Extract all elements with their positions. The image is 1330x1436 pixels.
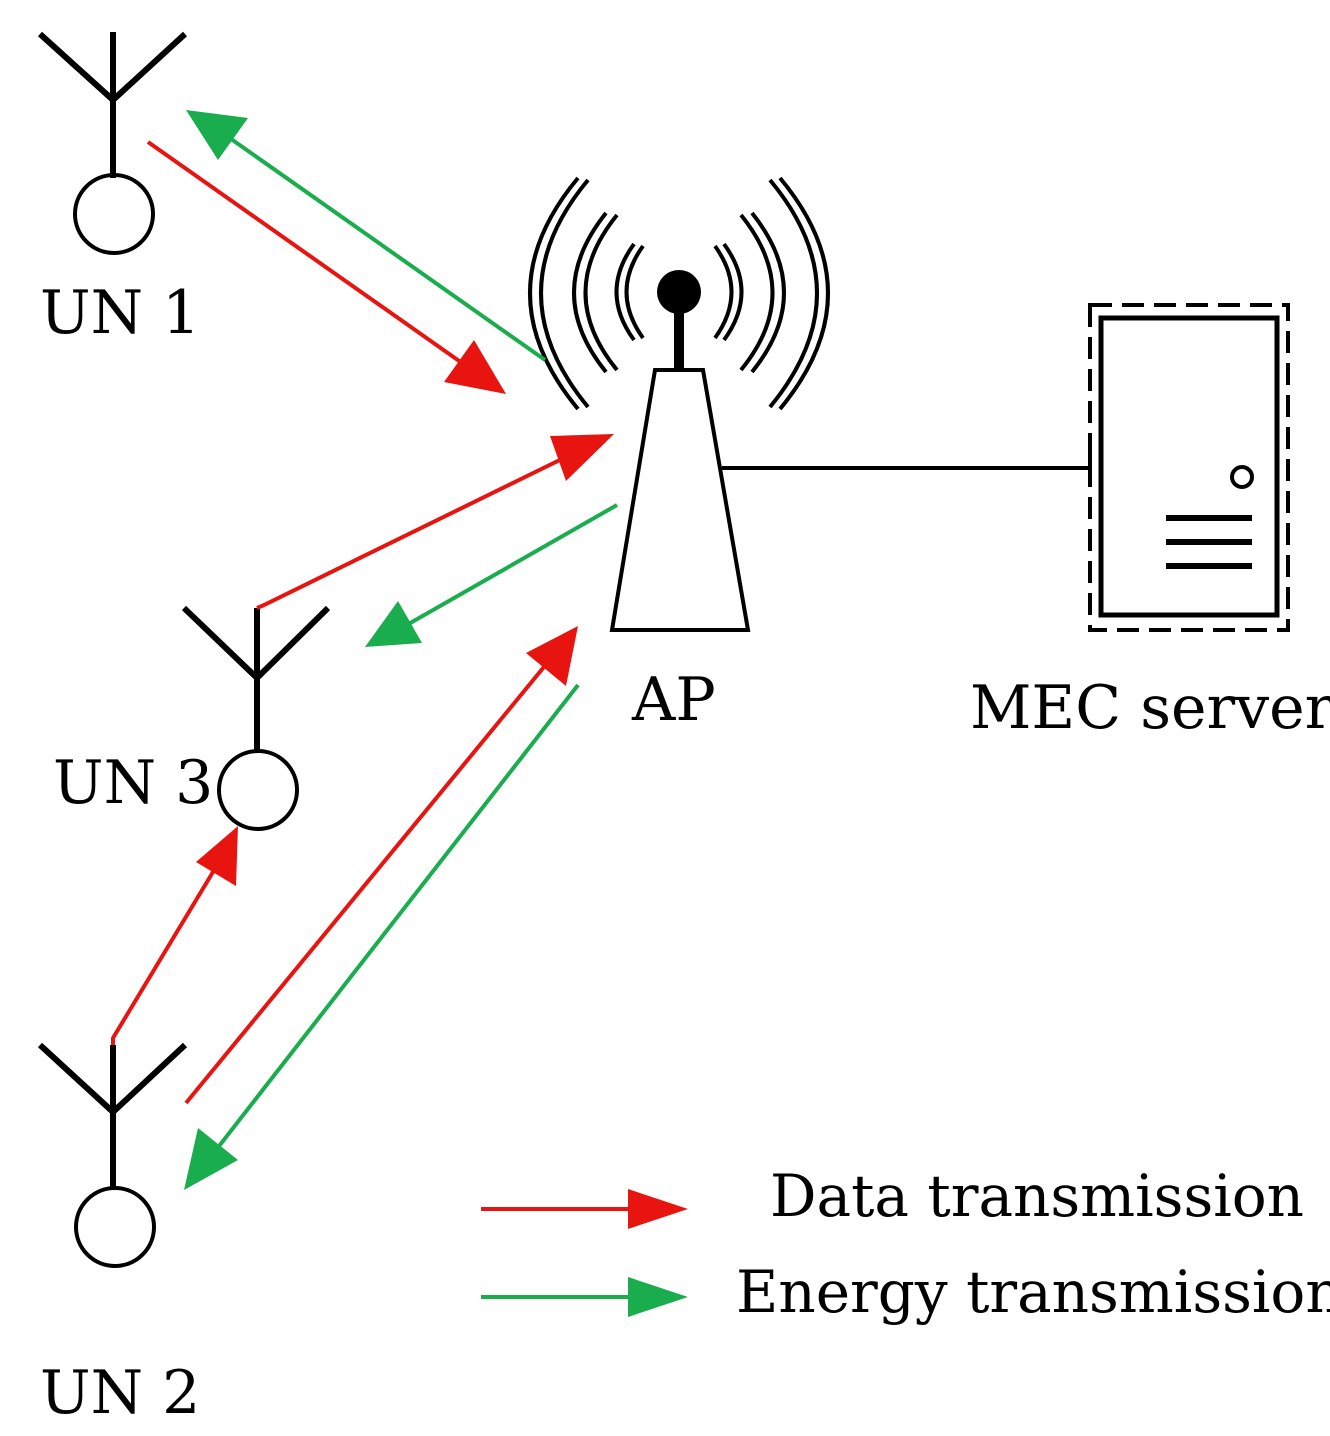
signal-waves-icon <box>528 176 830 411</box>
un3-label: UN 3 <box>53 748 213 818</box>
arrow-ap-to-un1-energy <box>186 110 547 362</box>
arrow-ap-to-un3-energy <box>365 503 618 647</box>
ap-tower-icon <box>609 270 751 632</box>
mec-server-label: MEC server <box>970 673 1330 743</box>
un1-label: UN 1 <box>40 278 200 348</box>
ap-label: AP <box>631 665 716 735</box>
un2-label: UN 2 <box>40 1358 200 1428</box>
un2-antenna-icon <box>37 1042 188 1268</box>
arrow-un1-to-ap-data <box>146 140 506 394</box>
legend-data-label: Data transmission <box>770 1162 1304 1230</box>
mec-server-icon <box>1088 303 1290 632</box>
arrow-un2-to-ap-data <box>184 626 578 1105</box>
arrow-ap-to-un2-energy <box>184 683 580 1190</box>
ap-mec-link <box>722 455 1092 481</box>
legend-data-arrow <box>481 1189 688 1229</box>
legend-energy-label: Energy transmission <box>736 1258 1330 1326</box>
arrow-un2-to-un3-data <box>111 826 238 1045</box>
legend-energy-arrow <box>481 1277 688 1317</box>
arrow-un3-to-ap-data <box>256 434 614 610</box>
un1-antenna-icon <box>37 31 188 255</box>
legend: Data transmission Energy transmission <box>481 1162 1330 1326</box>
un3-antenna-icon <box>181 605 331 831</box>
